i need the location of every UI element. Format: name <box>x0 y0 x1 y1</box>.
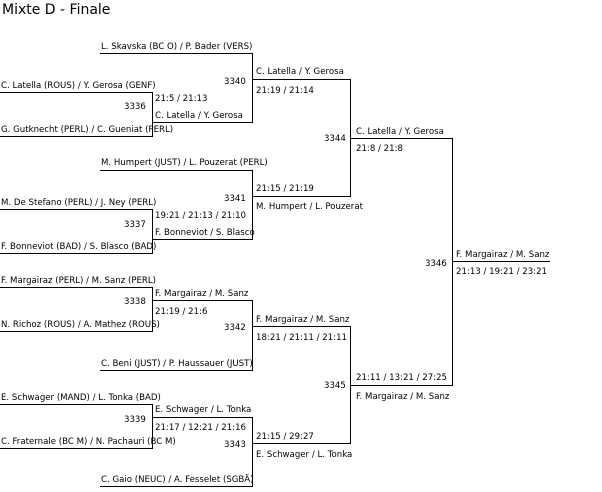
bracket-line <box>252 417 253 487</box>
entry-schwager-tonka: E. Schwager (MAND) / L. Tonka (BAD) <box>1 393 161 403</box>
score-3343: 21:15 / 29:27 <box>256 432 314 442</box>
entry-latella-gerosa: C. Latella (ROUS) / Y. Gerosa (GENF) <box>1 81 156 91</box>
bracket-line <box>0 253 153 254</box>
bracket-line <box>100 53 253 54</box>
bracket-line <box>153 122 253 123</box>
score-3336: 21:5 / 21:13 <box>155 94 208 104</box>
bracket-line <box>153 417 253 418</box>
score-3338: 21:19 / 21:6 <box>155 307 208 317</box>
entry-skavska-bader: L. Skavska (BC O) / P. Bader (VERS) <box>101 42 253 52</box>
winner-3344: C. Latella / Y. Gerosa <box>356 127 444 137</box>
bracket-line <box>153 239 253 240</box>
bracket-line <box>0 136 153 137</box>
match-number-3345: 3345 <box>324 381 346 391</box>
bracket-line <box>0 448 153 449</box>
match-number-3346: 3346 <box>425 259 447 269</box>
bracket-line <box>100 370 253 371</box>
match-number-3337: 3337 <box>124 220 146 230</box>
winner-3336: C. Latella / Y. Gerosa <box>155 111 243 121</box>
entry-fraternale-pachauri: C. Fraternale (BC M) / N. Pachauri (BC M… <box>1 437 176 447</box>
bracket-line <box>453 261 550 262</box>
winner-3339: E. Schwager / L. Tonka <box>155 405 252 415</box>
bracket-line <box>152 209 153 254</box>
bracket-line <box>252 300 253 371</box>
bracket-line <box>152 404 153 449</box>
match-number-3341: 3341 <box>224 194 246 204</box>
bracket-line <box>152 287 153 332</box>
score-3342: 18:21 / 21:11 / 21:11 <box>256 333 348 343</box>
entry-bonneviot-blasco: F. Bonneviot (BAD) / S. Blasco (BAD) <box>1 242 157 252</box>
bracket-line <box>253 326 351 327</box>
winner-3340: C. Latella / Y. Gerosa <box>256 67 344 77</box>
match-number-3338: 3338 <box>124 297 146 307</box>
bracket-line <box>0 404 153 405</box>
bracket-line <box>252 53 253 123</box>
score-3346: 21:13 / 19:21 / 23:21 <box>456 267 548 277</box>
bracket-line <box>253 79 351 80</box>
winner-3345: F. Margairaz / M. Sanz <box>356 392 450 402</box>
bracket-line <box>350 326 351 444</box>
match-number-3342: 3342 <box>224 323 246 333</box>
entry-gaio-fesselet: C. Gaio (NEUC) / A. Fesselet (SGBÄ) <box>101 475 254 485</box>
bracket-line <box>0 331 153 332</box>
entry-beni-haussauer: C. Beni (JUST) / P. Haussauer (JUST) <box>101 359 253 369</box>
winner-3337: F. Bonneviot / S. Blasco <box>155 228 255 238</box>
bracket-line <box>350 79 351 197</box>
match-number-3339: 3339 <box>124 415 146 425</box>
bracket-line <box>351 385 453 386</box>
bracket-line <box>253 443 351 444</box>
bracket-line <box>153 300 253 301</box>
bracket-line <box>252 170 253 240</box>
bracket-line <box>253 196 351 197</box>
score-3341: 21:15 / 21:19 <box>256 184 314 194</box>
match-number-3344: 3344 <box>324 134 346 144</box>
winner-3342: F. Margairaz / M. Sanz <box>256 315 350 325</box>
match-number-3336: 3336 <box>124 102 146 112</box>
bracket-line <box>100 170 253 171</box>
entry-richoz-mathez: N. Richoz (ROUS) / A. Mathez (ROUS) <box>1 320 160 330</box>
winner-3343: E. Schwager / L. Tonka <box>256 450 353 460</box>
entry-destefano-ney: M. De Stefano (PERL) / J. Ney (PERL) <box>1 198 157 208</box>
bracket-line <box>0 287 153 288</box>
winner-3346: F. Margairaz / M. Sanz <box>456 250 550 260</box>
entry-gutknecht-gueniat: G. Gutknecht (PERL) / C. Gueniat (PERL) <box>1 125 174 135</box>
score-3344: 21:8 / 21:8 <box>356 144 403 154</box>
score-3340: 21:19 / 21:14 <box>256 86 314 96</box>
score-3339: 21:17 / 12:21 / 21:16 <box>155 423 247 433</box>
score-3337: 19:21 / 21:13 / 21:10 <box>155 211 247 221</box>
score-3345: 21:11 / 13:21 / 27:25 <box>356 373 448 383</box>
bracket-line <box>452 138 453 386</box>
entry-margairaz-sanz: F. Margairaz (PERL) / M. Sanz (PERL) <box>1 276 157 286</box>
winner-3341: M. Humpert / L. Pouzerat <box>256 202 363 212</box>
bracket-line <box>152 92 153 137</box>
bracket-line <box>0 92 153 93</box>
bracket-line <box>100 486 253 487</box>
match-number-3340: 3340 <box>224 77 246 87</box>
bracket-line <box>351 138 453 139</box>
match-number-3343: 3343 <box>224 440 246 450</box>
entry-humpert-pouzerat: M. Humpert (JUST) / L. Pouzerat (PERL) <box>101 158 268 168</box>
page-title: Mixte D - Finale <box>2 2 111 18</box>
winner-3338: F. Margairaz / M. Sanz <box>155 289 249 299</box>
bracket-line <box>0 209 153 210</box>
